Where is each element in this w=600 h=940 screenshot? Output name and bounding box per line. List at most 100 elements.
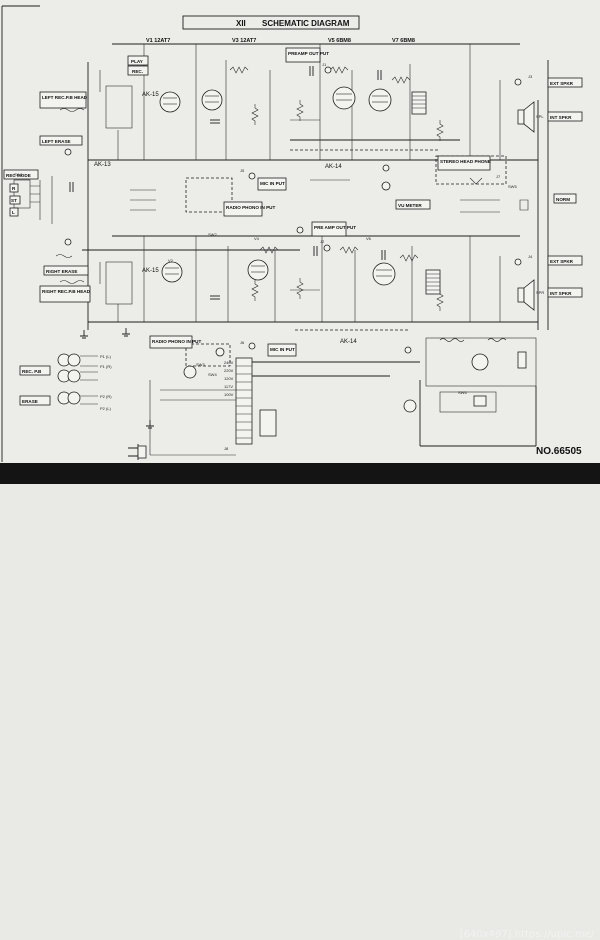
tap-100v: 100V — [224, 392, 234, 397]
label-left-rec-pb-head: LEFT REC.P.B HEAD — [39, 91, 88, 109]
tube-label-v3: V3 12AT7 — [232, 38, 256, 44]
plug-label-p2r: P2 (R) — [100, 394, 112, 399]
label-right-rec-pb-head: RIGHT REC.P.B HEAD — [39, 285, 91, 303]
label-mic-in-bottom: MIC IN PUT — [267, 343, 297, 357]
svg-text:PREAMP OUT PUT: PREAMP OUT PUT — [288, 51, 329, 56]
label-radio-phono-top: RADIO PHONO IN PUT — [223, 201, 275, 217]
label-vu-meter: VU METER — [395, 199, 431, 210]
svg-text:NORM: NORM — [556, 197, 570, 202]
label-erase: ERASE — [19, 395, 51, 406]
jack-label-j6: J6 — [240, 340, 245, 345]
switch-label-sw1: SW1 — [14, 172, 23, 177]
power-plug-icon — [128, 444, 147, 460]
label-rec-mode: REC MODE — [3, 169, 39, 180]
speaker-right — [517, 279, 535, 311]
module-ak14-top-label: AK-14 — [325, 164, 342, 170]
tube-v3 — [201, 89, 223, 111]
label-play: PLAY — [127, 55, 149, 66]
output-transformer-bottom — [425, 269, 441, 295]
jack-label-j7: J7 — [496, 174, 501, 179]
tube-v4 — [247, 259, 269, 281]
svg-text:MIC IN PUT: MIC IN PUT — [270, 347, 295, 352]
label-rec-pb: REC. P.B — [19, 365, 51, 376]
head-plugs: P1 (L) P1 (R) P2 (R) P2 (L) — [57, 353, 112, 411]
title-section: XII — [236, 19, 246, 28]
svg-text:R: R — [12, 186, 16, 191]
svg-text:EXT SPKR: EXT SPKR — [550, 259, 574, 264]
module-ak15-bottom-label: AK-15 — [142, 268, 159, 274]
tube-v2 — [161, 261, 183, 283]
jack-label-j3: J3 — [528, 74, 533, 79]
plug-label-p1l: P1 (L) — [100, 354, 112, 359]
module-ak15-top — [105, 85, 133, 129]
jack-label-j1: J1 — [322, 62, 327, 67]
transformer-taps: 240V 220V 120V 117V 100V — [224, 360, 234, 397]
title-text: SCHEMATIC DIAGRAM — [262, 19, 350, 28]
model-number: NO.66505 — [536, 446, 582, 457]
jack-label-j8: J8 — [224, 446, 229, 451]
switch-label-sw3: SW3 — [196, 362, 205, 367]
label-head-r: R — [9, 183, 19, 193]
label-preamp-out-top: PREAMP OUT PUT — [285, 47, 329, 63]
label-ext-spkr-top: EXT SPKR — [547, 77, 583, 88]
module-ak13-label: AK-13 — [94, 162, 111, 168]
svg-text:PLAY: PLAY — [131, 59, 143, 64]
svg-text:ST: ST — [11, 198, 17, 203]
svg-text:INT SPKR: INT SPKR — [550, 115, 572, 120]
label-rec: REC. — [127, 65, 149, 76]
tap-120v: 120V — [224, 376, 234, 381]
footer-bar: [640x497] https://upic.me/ — [0, 463, 600, 940]
label-int-spkr-top: INT SPKR — [547, 111, 583, 122]
tap-240v: 240V — [224, 360, 234, 365]
tap-220v: 220V — [224, 368, 234, 373]
module-ak15-bottom — [105, 261, 133, 305]
output-transformer-top — [411, 91, 427, 115]
tube-label-v2: V2 — [168, 258, 174, 263]
svg-text:RIGHT REC.P.B HEAD: RIGHT REC.P.B HEAD — [42, 289, 91, 294]
label-int-spkr-bottom: INT SPKR — [547, 287, 583, 298]
svg-text:LEFT REC.P.B HEAD: LEFT REC.P.B HEAD — [42, 95, 88, 100]
tube-label-v1: V1 12AT7 — [146, 38, 170, 44]
plug-label-p2l: P2 (L) — [100, 406, 112, 411]
tube-v5 — [332, 86, 356, 110]
plug-label-p1r: P1 (R) — [100, 364, 112, 369]
label-norm: NORM — [553, 193, 577, 204]
svg-text:EXT SPKR: EXT SPKR — [550, 81, 574, 86]
power-transformer — [235, 357, 253, 445]
svg-text:REC MODE: REC MODE — [6, 173, 31, 178]
switch-label-sw2: SW2 — [208, 232, 217, 237]
svg-text:REC. P.B: REC. P.B — [22, 369, 42, 374]
label-ext-spkr-bottom: EXT SPKR — [547, 255, 583, 266]
switch-label-sw5: SW5 — [508, 184, 517, 189]
tube-label-v5: V5 6BM8 — [328, 38, 351, 44]
tube-v1 — [159, 91, 181, 113]
svg-text:VU METER: VU METER — [398, 203, 422, 208]
tap-117v: 117V — [224, 384, 233, 389]
jack-label-j2: J2 — [320, 239, 325, 244]
svg-text:RADIO PHONO IN PUT: RADIO PHONO IN PUT — [226, 205, 275, 210]
speaker-right-label: SPR — [536, 290, 544, 295]
label-head-l: L — [9, 207, 19, 217]
svg-text:L: L — [12, 210, 15, 215]
svg-text:INT SPKR: INT SPKR — [550, 291, 572, 296]
switch-label-sw6: SW6 — [458, 390, 467, 395]
svg-text:LEFT ERASE: LEFT ERASE — [42, 139, 71, 144]
svg-text:ERASE: ERASE — [22, 399, 38, 404]
jack-label-j5: J5 — [240, 168, 245, 173]
jack-label-j4: J4 — [528, 254, 533, 259]
label-radio-phono-bottom: RADIO PHONO IN PUT — [149, 335, 201, 349]
tube-v7 — [368, 88, 392, 112]
module-ak14-bottom-label: AK-14 — [340, 339, 357, 345]
svg-text:PRE AMP OUT PUT: PRE AMP OUT PUT — [314, 225, 356, 230]
svg-text:RADIO PHONO IN PUT: RADIO PHONO IN PUT — [152, 339, 201, 344]
svg-text:REC.: REC. — [132, 69, 143, 74]
svg-text:MIC IN PUT: MIC IN PUT — [260, 181, 285, 186]
svg-text:RIGHT ERASE: RIGHT ERASE — [46, 269, 77, 274]
module-ak15-top-label: AK-15 — [142, 92, 159, 98]
label-right-erase: RIGHT ERASE — [43, 265, 89, 276]
watermark-text: [640x497] https://upic.me/ — [459, 929, 594, 940]
tube-label-v6: V6 — [366, 236, 372, 241]
label-stereo-head-phone: STEREO HEAD PHONE — [437, 155, 491, 171]
label-preamp-out-bottom: PRE AMP OUT PUT — [311, 221, 356, 237]
schematic-drawing: XII SCHEMATIC DIAGRAM — [1, 5, 583, 462]
